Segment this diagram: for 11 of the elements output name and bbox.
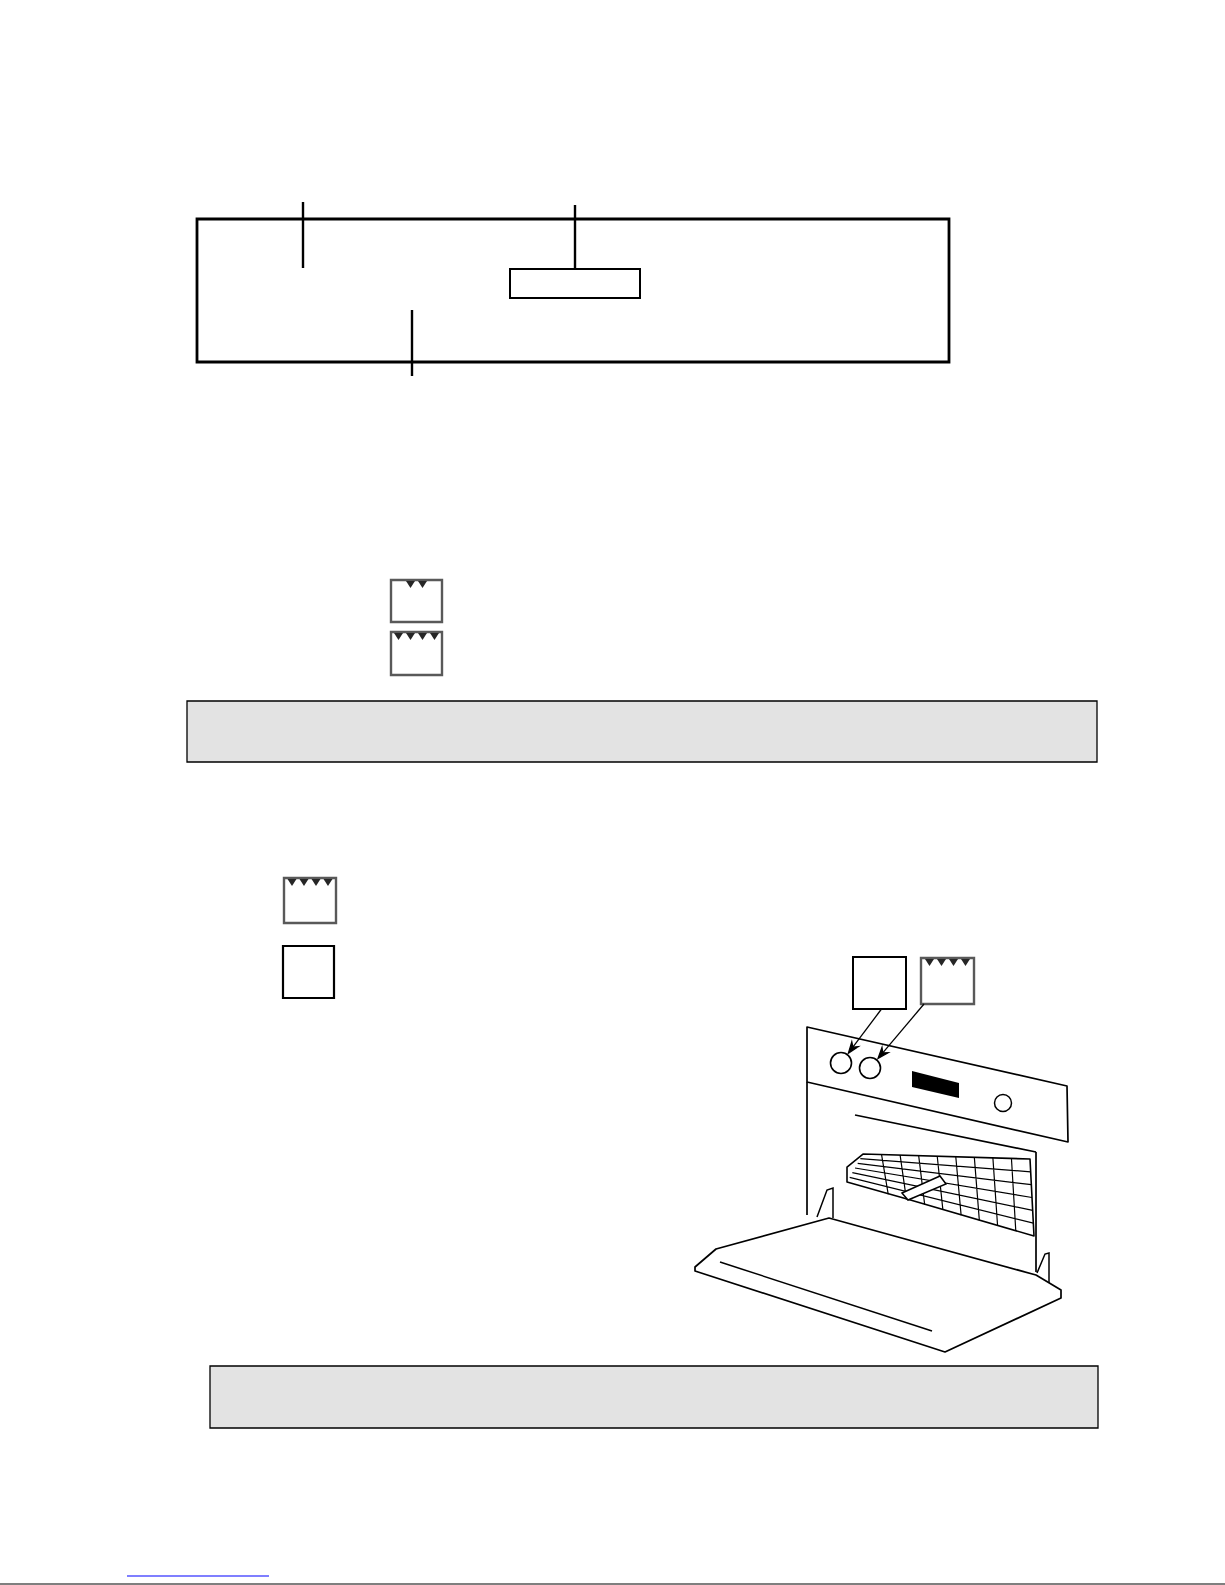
empty-square-icon bbox=[852, 956, 907, 1010]
display-window bbox=[509, 268, 641, 299]
display-panel bbox=[195, 217, 951, 364]
leader-line bbox=[573, 205, 577, 269]
note-box bbox=[209, 1365, 1099, 1429]
leader-line bbox=[301, 202, 305, 268]
note-box bbox=[186, 700, 1098, 763]
heating-icon bbox=[919, 956, 976, 1006]
knob bbox=[829, 1051, 853, 1075]
knob bbox=[858, 1056, 882, 1080]
leader-line bbox=[410, 310, 414, 376]
